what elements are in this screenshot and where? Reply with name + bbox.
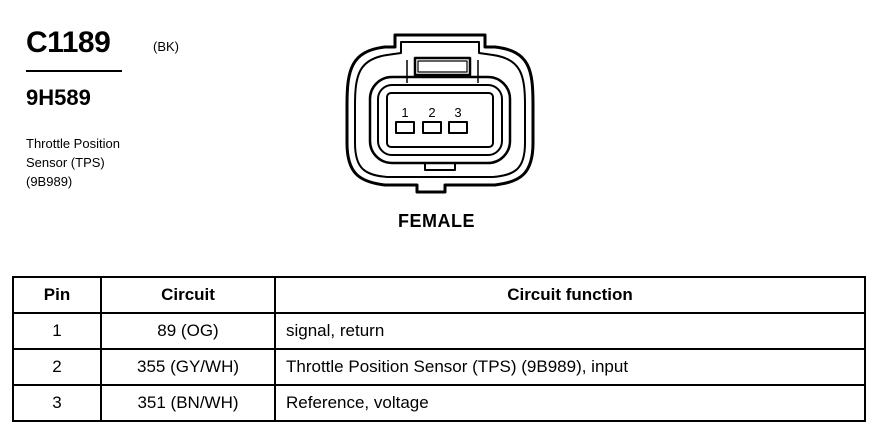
connector-id: C1189 <box>26 26 111 59</box>
description-line: (9B989) <box>26 174 73 189</box>
pin-cell: 1 <box>12 312 102 350</box>
pin-terminal-2 <box>422 121 442 134</box>
pin-label-1: 1 <box>401 105 408 120</box>
column-header-circuit-function: Circuit function <box>274 276 866 314</box>
connector-face-drawing: 1 2 3 <box>345 33 535 194</box>
circuit-function-cell: Reference, voltage <box>274 384 866 422</box>
connector-inner-housing <box>354 41 526 178</box>
pin-label-2: 2 <box>428 105 435 120</box>
description-line: Sensor (TPS) <box>26 155 105 170</box>
pin-cell: 2 <box>12 348 102 386</box>
description-line: Throttle Position <box>26 136 120 151</box>
column-header-circuit: Circuit <box>100 276 276 314</box>
table-row: 2 355 (GY/WH) Throttle Position Sensor (… <box>12 348 866 386</box>
circuit-function-cell: signal, return <box>274 312 866 350</box>
table-row: 1 89 (OG) signal, return <box>12 312 866 350</box>
connector-id-underline <box>26 70 122 72</box>
connector-outer-housing <box>345 33 535 194</box>
pin-cavity-inner <box>377 84 503 156</box>
column-header-pin: Pin <box>12 276 102 314</box>
circuit-function-cell: Throttle Position Sensor (TPS) (9B989), … <box>274 348 866 386</box>
pin-label-3: 3 <box>454 105 461 120</box>
locking-tab-ridge <box>417 60 468 73</box>
connector-color-code: (BK) <box>153 39 179 54</box>
pin-terminal-3 <box>448 121 468 134</box>
circuit-cell: 89 (OG) <box>100 312 276 350</box>
pinout-table: Pin Circuit Circuit function 1 89 (OG) s… <box>12 276 866 422</box>
part-number: 9H589 <box>26 85 91 110</box>
key-notch <box>424 163 456 171</box>
pin-cell: 3 <box>12 384 102 422</box>
circuit-cell: 355 (GY/WH) <box>100 348 276 386</box>
pin-terminal-1 <box>395 121 415 134</box>
pin-cavity-frame <box>368 75 512 165</box>
circuit-cell: 351 (BN/WH) <box>100 384 276 422</box>
locking-tab <box>413 56 472 77</box>
connector-gender-label: FEMALE <box>398 211 475 231</box>
component-description: Throttle Position Sensor (TPS) (9B989) <box>26 134 120 191</box>
table-header-row: Pin Circuit Circuit function <box>12 276 866 314</box>
table-row: 3 351 (BN/WH) Reference, voltage <box>12 384 866 422</box>
pin-face <box>386 92 494 148</box>
